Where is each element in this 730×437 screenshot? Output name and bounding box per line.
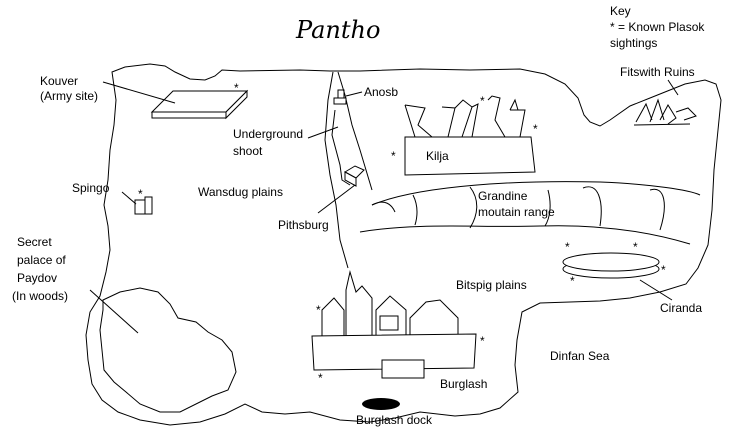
sighting-marker: * xyxy=(391,149,396,163)
anosb-pointer xyxy=(345,91,363,97)
burglash-dock-label: Burglash dock xyxy=(356,413,433,427)
bitspig-plains-label: Bitspig plains xyxy=(456,278,527,292)
sighting-marker: * xyxy=(633,240,638,254)
sighting-marker: * xyxy=(318,371,323,385)
secret-palace-pointer xyxy=(89,289,139,334)
kouver-pointer xyxy=(102,81,176,104)
spingo-building xyxy=(134,196,153,215)
secret-palace-label-3: Paydov xyxy=(17,271,57,285)
sighting-marker: * xyxy=(480,334,485,348)
fitswith-ruins xyxy=(633,98,697,126)
chasm-left-edge xyxy=(324,71,349,269)
anosb-label: Anosb xyxy=(364,85,398,99)
spingo-pointer xyxy=(121,191,137,205)
sighting-marker: * xyxy=(480,94,485,108)
grandine-sublabel: moutain range xyxy=(478,205,555,219)
underground-pointer xyxy=(307,126,339,139)
pithsburg-building xyxy=(343,165,365,187)
burglash-label: Burglash xyxy=(440,377,487,391)
sighting-marker: * xyxy=(234,81,239,95)
anosb-building xyxy=(333,97,347,105)
grandine-label: Grandine xyxy=(478,189,528,203)
key-heading: Key xyxy=(610,4,631,18)
kouver-sublabel: (Army site) xyxy=(40,89,98,103)
kouver-label: Kouver xyxy=(40,74,78,88)
kouver-army-site xyxy=(150,89,249,120)
underground-shoot xyxy=(331,109,351,186)
fitswith-pointer xyxy=(667,79,679,96)
ciranda-city xyxy=(562,252,660,279)
secret-palace-label: Secret xyxy=(17,235,52,249)
secret-palace-label-4: (In woods) xyxy=(12,289,68,303)
sighting-marker: * xyxy=(138,187,143,201)
burglash-city xyxy=(311,270,477,379)
underground-label: Underground xyxy=(233,127,303,141)
ciranda-pointer xyxy=(639,279,673,301)
spingo-label: Spingo xyxy=(72,181,110,195)
sighting-marker: * xyxy=(316,303,321,317)
ciranda-label: Ciranda xyxy=(660,301,702,315)
sighting-marker: * xyxy=(570,274,575,288)
fitswith-label: Fitswith Ruins xyxy=(620,65,695,79)
anosb-tower xyxy=(337,89,345,98)
burglash-dock xyxy=(362,398,400,410)
kilja-label: Kilja xyxy=(426,149,449,163)
map-title: Pantho xyxy=(295,16,380,44)
secret-palace-label-2: palace of xyxy=(17,253,66,267)
sighting-marker: * xyxy=(565,240,570,254)
key-line-2: sightings xyxy=(610,36,657,50)
map-key: Key * = Known Plasok sightings xyxy=(610,4,705,50)
key-line-1: * = Known Plasok xyxy=(610,20,705,34)
pithsburg-pointer xyxy=(317,184,356,214)
paydov-woods xyxy=(99,287,237,413)
grandine-mountain-range xyxy=(359,181,701,245)
sighting-marker: * xyxy=(661,263,666,277)
kilja-city xyxy=(404,95,536,176)
coastline xyxy=(85,63,722,426)
sighting-marker: * xyxy=(533,122,538,136)
pithsburg-label: Pithsburg xyxy=(278,218,329,232)
underground-sublabel: shoot xyxy=(233,144,263,158)
wansdug-plains-label: Wansdug plains xyxy=(198,185,283,199)
dinfan-sea-label: Dinfan Sea xyxy=(550,349,610,363)
